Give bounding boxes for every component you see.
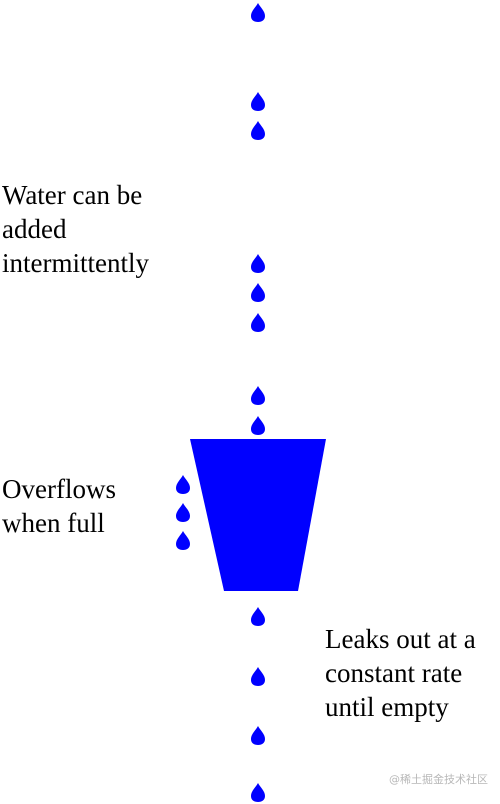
water-drop-icon bbox=[251, 726, 265, 745]
label-line: added bbox=[2, 214, 67, 244]
label-line: when full bbox=[2, 508, 105, 538]
overflow-drops bbox=[176, 475, 190, 550]
watermark: @稀土掘金技术社区 bbox=[389, 773, 488, 786]
water-drop-icon bbox=[251, 121, 265, 140]
label-overflows: Overflows when full bbox=[2, 472, 116, 540]
bucket-icon bbox=[190, 439, 326, 591]
label-line: Leaks out at a bbox=[325, 624, 476, 654]
label-line: constant rate bbox=[325, 658, 463, 688]
label-water-added: Water can be added intermittently bbox=[2, 178, 149, 280]
water-drop-icon bbox=[251, 667, 265, 686]
water-drop-icon bbox=[251, 386, 265, 405]
water-drop-icon bbox=[251, 283, 265, 302]
water-drop-icon bbox=[251, 254, 265, 273]
leaking-drops bbox=[251, 607, 265, 802]
water-drop-icon bbox=[251, 783, 265, 802]
label-line: Overflows bbox=[2, 474, 116, 504]
water-drop-icon bbox=[251, 313, 265, 332]
label-line: intermittently bbox=[2, 248, 149, 278]
water-drop-icon bbox=[251, 3, 265, 22]
water-drop-icon bbox=[176, 503, 190, 522]
water-drop-icon bbox=[176, 531, 190, 550]
label-line: Water can be bbox=[2, 180, 143, 210]
label-leaks-out: Leaks out at a constant rate until empty bbox=[325, 622, 476, 724]
water-drop-icon bbox=[251, 92, 265, 111]
label-line: until empty bbox=[325, 692, 449, 722]
water-drop-icon bbox=[176, 475, 190, 494]
water-drop-icon bbox=[251, 607, 265, 626]
incoming-drops bbox=[251, 3, 265, 435]
water-drop-icon bbox=[251, 416, 265, 435]
